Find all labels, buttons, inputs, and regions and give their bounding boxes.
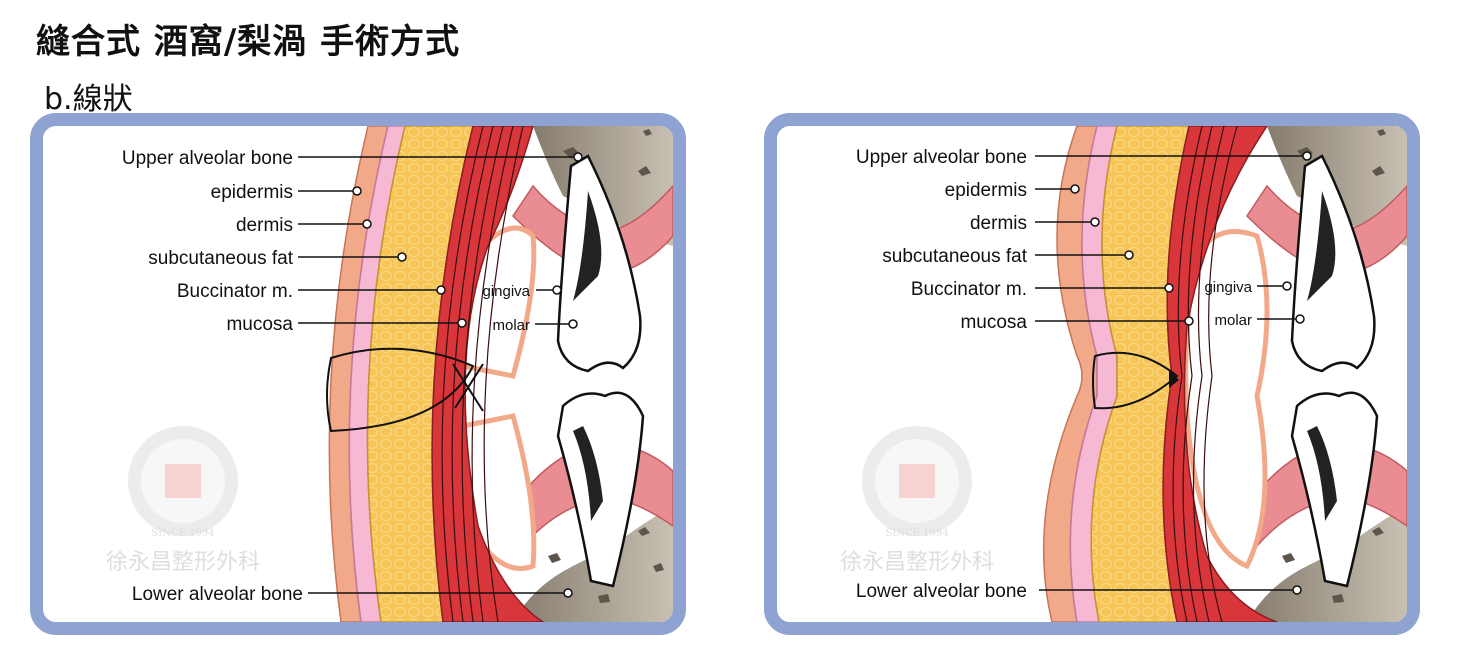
clinic-watermark-2: SINCE 1994 徐永昌整形外科: [840, 426, 994, 575]
watermark-since: SINCE 1994: [151, 528, 214, 539]
label-dermis: dermis: [970, 213, 1027, 234]
page-title: 縫合式 酒窩/梨渦 手術方式: [36, 22, 461, 62]
cross-section-after: SINCE 1994 徐永昌整形外科 Upper alveolar bone e…: [840, 126, 1407, 622]
watermark-clinic-name: 徐永昌整形外科: [106, 550, 260, 575]
watermark-since: SINCE 1994: [885, 528, 948, 539]
cross-section-before: SINCE 1994 徐永昌整形外科 Upper alveolar bone e…: [106, 126, 673, 622]
label-gingiva: gingiva: [482, 283, 530, 300]
watermark-clinic-name: 徐永昌整形外科: [840, 550, 994, 575]
label-dermis: dermis: [236, 215, 293, 236]
label-buccinator: Buccinator m.: [177, 281, 293, 302]
label-epidermis: epidermis: [211, 182, 293, 203]
label-mucosa: mucosa: [960, 312, 1027, 333]
label-upper-alveolar-bone: Upper alveolar bone: [856, 147, 1027, 168]
label-molar: molar: [1214, 312, 1252, 329]
label-buccinator: Buccinator m.: [911, 279, 1027, 300]
clinic-watermark: SINCE 1994 徐永昌整形外科: [106, 426, 260, 575]
label-mucosa: mucosa: [226, 314, 293, 335]
label-lower-alveolar-bone: Lower alveolar bone: [132, 584, 303, 605]
label-upper-alveolar-bone: Upper alveolar bone: [122, 148, 293, 169]
label-subcutaneous-fat: subcutaneous fat: [882, 246, 1027, 267]
label-gingiva: gingiva: [1204, 279, 1252, 296]
label-epidermis: epidermis: [945, 180, 1027, 201]
label-lower-alveolar-bone: Lower alveolar bone: [856, 581, 1027, 602]
diagram-panel-before: SINCE 1994 徐永昌整形外科 Upper alveolar bone e…: [30, 113, 686, 635]
label-subcutaneous-fat: subcutaneous fat: [148, 248, 293, 269]
page-subtitle: b.線狀: [44, 82, 133, 117]
diagram-panel-after: SINCE 1994 徐永昌整形外科 Upper alveolar bone e…: [764, 113, 1420, 635]
label-molar: molar: [492, 317, 530, 334]
